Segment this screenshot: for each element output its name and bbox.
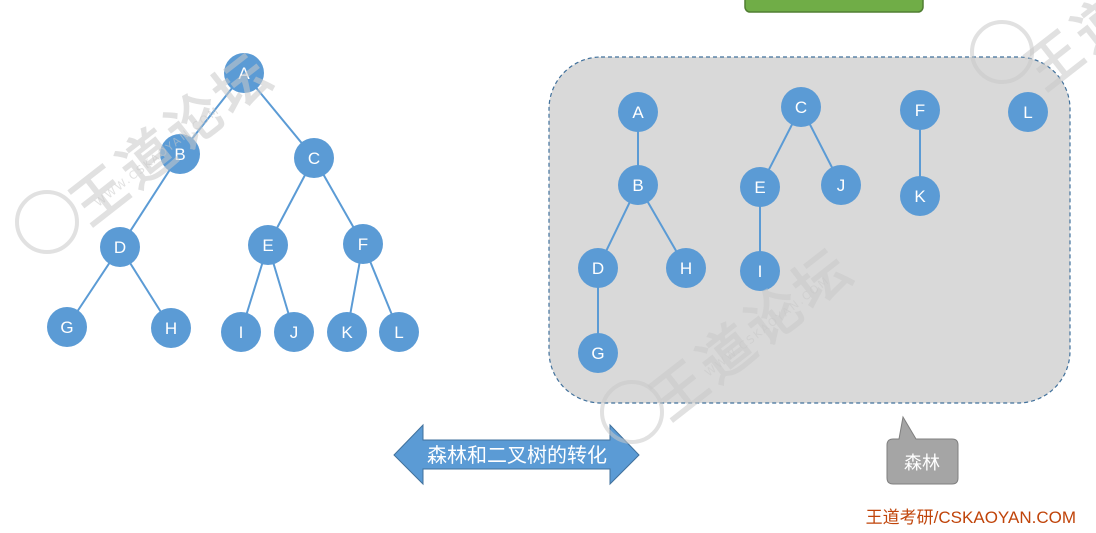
forest-node-e: E [740, 167, 780, 207]
node-circle [821, 165, 861, 205]
node-circle [224, 53, 264, 93]
forest-node-g: G [578, 333, 618, 373]
forest-node-k: K [900, 176, 940, 216]
node-circle [1008, 92, 1048, 132]
node-label: C [795, 98, 807, 117]
node-label: C [308, 149, 320, 168]
node-label: B [632, 176, 643, 195]
forest-node-b: B [618, 165, 658, 205]
node-label: K [914, 187, 926, 206]
node-label: A [632, 103, 644, 122]
node-circle [221, 312, 261, 352]
binary-tree-node-f: F [343, 224, 383, 264]
forest-node-l: L [1008, 92, 1048, 132]
conversion-arrow: 森林和二叉树的转化 [393, 423, 640, 486]
binary-tree-node-g: G [47, 307, 87, 347]
node-circle [47, 307, 87, 347]
node-label: J [290, 323, 299, 342]
node-label: I [758, 262, 763, 281]
node-circle [578, 248, 618, 288]
forest-node-a: A [618, 92, 658, 132]
node-label: G [591, 344, 604, 363]
node-label: I [239, 323, 244, 342]
forest-nodes: A B D G H C E I J F K L [578, 87, 1048, 373]
double-arrow-shape [393, 423, 640, 486]
node-label: H [680, 259, 692, 278]
node-circle [100, 227, 140, 267]
binary-tree-node-e: E [248, 225, 288, 265]
node-circle [618, 92, 658, 132]
binary-tree-node-a: A [224, 53, 264, 93]
node-label: K [341, 323, 353, 342]
node-circle [327, 312, 367, 352]
node-circle [248, 225, 288, 265]
node-label: J [837, 176, 846, 195]
callout-bubble [886, 415, 959, 485]
node-label: F [358, 235, 368, 254]
node-circle [379, 312, 419, 352]
node-label: E [754, 178, 765, 197]
binary-tree-node-k: K [327, 312, 367, 352]
node-circle [294, 138, 334, 178]
node-label: E [262, 236, 273, 255]
binary-tree-node-c: C [294, 138, 334, 178]
node-circle [151, 308, 191, 348]
binary-tree-node-d: D [100, 227, 140, 267]
binary-tree-nodes: A B C D E F G H I J K L [47, 53, 419, 352]
forest-node-c: C [781, 87, 821, 127]
binary-tree-node-i: I [221, 312, 261, 352]
callout-label: 森林 [904, 453, 940, 474]
forest-callout: 森林 [886, 415, 959, 485]
forest-node-d: D [578, 248, 618, 288]
node-label: D [592, 259, 604, 278]
green-box [744, 0, 924, 13]
forest-node-h: H [666, 248, 706, 288]
footer-credit: 王道考研/CSKAOYAN.COM [865, 508, 1076, 527]
node-label: D [114, 238, 126, 257]
forest-node-i: I [740, 251, 780, 291]
binary-tree-node-l: L [379, 312, 419, 352]
node-circle [274, 312, 314, 352]
forest-panel [548, 56, 1071, 404]
node-circle [900, 176, 940, 216]
node-circle [781, 87, 821, 127]
binary-tree-node-h: H [151, 308, 191, 348]
node-label: G [60, 318, 73, 337]
node-label: L [394, 323, 403, 342]
node-circle [618, 165, 658, 205]
node-circle [740, 167, 780, 207]
node-label: F [915, 101, 925, 120]
node-circle [343, 224, 383, 264]
node-circle [666, 248, 706, 288]
binary-tree-node-b: B [160, 134, 200, 174]
node-label: L [1023, 103, 1032, 122]
node-circle [740, 251, 780, 291]
arrow-label: 森林和二叉树的转化 [427, 443, 607, 467]
node-label: B [174, 145, 185, 164]
node-label: H [165, 319, 177, 338]
node-label: A [238, 64, 250, 83]
node-circle [578, 333, 618, 373]
forest-node-j: J [821, 165, 861, 205]
binary-tree-node-j: J [274, 312, 314, 352]
node-circle [160, 134, 200, 174]
forest-node-f: F [900, 90, 940, 130]
binary-tree-edges [66, 72, 400, 333]
node-circle [900, 90, 940, 130]
